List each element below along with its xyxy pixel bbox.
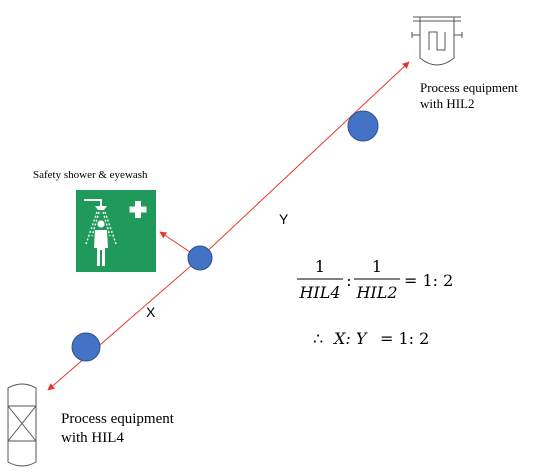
- arrow-to-top-equipment: [199, 61, 410, 259]
- top-equipment-label-line1: Process equipment: [420, 80, 518, 95]
- fraction-left-numerator: 1: [315, 257, 325, 276]
- shower-label: Safety shower & eyewash: [33, 169, 148, 181]
- therefore-symbol: ∴: [313, 329, 323, 348]
- ratio-result: = 1: 2: [404, 271, 453, 290]
- top-equipment-label-line2: with HIL2: [420, 96, 475, 111]
- segment-y-label: Y: [279, 211, 289, 227]
- distance-ratio-equation: ∴ X: Y = 1: 2: [313, 329, 429, 348]
- ratio-colon: :: [346, 271, 351, 290]
- bottom-equipment-label-line2: with HIL4: [61, 430, 124, 446]
- safety-shower-sign-icon: [76, 190, 156, 272]
- fraction-right-numerator: 1: [372, 257, 382, 276]
- distance-ratio-expression: X: Y: [332, 329, 368, 348]
- segment-x-label: X: [146, 304, 156, 320]
- fraction-right-denominator: HIL2: [355, 283, 397, 302]
- ratio-equation: 1 HIL4 : 1 HIL2 = 1: 2: [297, 257, 453, 302]
- distance-ratio-result: = 1: 2: [380, 329, 429, 348]
- bottom-equipment-label-line1: Process equipment: [61, 411, 175, 427]
- node-middle: [187, 245, 213, 271]
- node-upper: [347, 110, 379, 142]
- fraction-left-denominator: HIL4: [298, 283, 340, 302]
- storage-vessel-icon: [7, 383, 37, 467]
- reactor-vessel-icon: [411, 16, 463, 66]
- node-lower: [71, 332, 101, 362]
- arrow-to-bottom-equipment: [47, 257, 201, 391]
